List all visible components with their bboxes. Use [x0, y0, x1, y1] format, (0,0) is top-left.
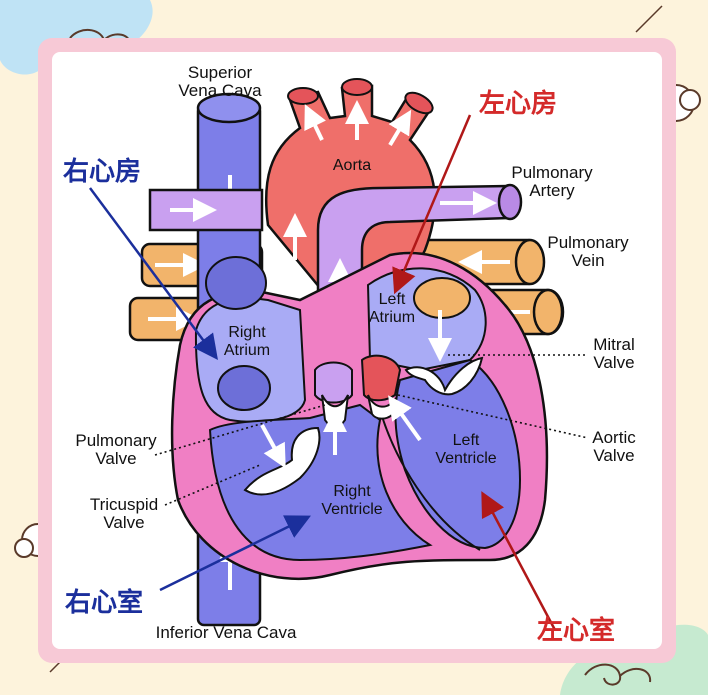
decorative-line	[635, 5, 663, 33]
left-ventricle-label: Ventricle	[435, 450, 496, 467]
right-atrium-label: Atrium	[224, 342, 270, 359]
leader-lines	[154, 354, 589, 506]
left-atrium-label: Left	[379, 291, 406, 308]
aortic-valve-label: Aortic	[592, 428, 636, 447]
right-ventricle-cn-arrow	[159, 515, 311, 592]
tricuspid-valve-label: Valve	[103, 513, 144, 532]
tricuspid-valve-label: Tricuspid	[90, 495, 158, 514]
pulmonary-vein-label: Vein	[571, 251, 604, 270]
tricuspid-valve-leader	[164, 464, 261, 506]
right-ventricle-label: Right	[333, 483, 371, 500]
heart-body	[170, 251, 549, 580]
right-ventricle-label: Ventricle	[321, 501, 382, 518]
superior-vena-cava-label: Vena Cava	[178, 81, 262, 100]
left-atrium-cn-label: 左心房	[479, 89, 557, 119]
aortic-valve-label: Valve	[593, 446, 634, 465]
left-ventricle-cn-arrow	[481, 491, 557, 631]
mitral-valve-shape	[404, 356, 484, 396]
pulmonary-valve-shape	[314, 361, 353, 404]
left-ventricle-label: Left	[453, 432, 480, 449]
pulmonary-artery	[148, 183, 523, 377]
pulmonary-artery-label: Artery	[529, 181, 575, 200]
left-atrium-cn-arrow	[392, 114, 472, 295]
aorta-label: Aorta	[333, 157, 371, 174]
superior-vena-cava-label: Superior	[188, 63, 253, 82]
right-ventricle-cn-label: 右心室	[65, 587, 143, 618]
right-atrium-cn-label: 右心房	[63, 157, 141, 187]
right-atrium-cn-arrow	[88, 187, 218, 361]
mitral-valve-label: Mitral	[593, 335, 635, 354]
right-atrium-label: Right	[228, 324, 266, 341]
inferior-vena-cava-label: Inferior Vena Cava	[156, 623, 297, 642]
pulmonary-valve-label: Pulmonary	[75, 431, 157, 450]
left-ventricle-cn-label: 左心室	[537, 615, 615, 646]
pulmonary-valve-label: Valve	[95, 449, 136, 468]
mitral-valve-label: Valve	[593, 353, 634, 372]
aortic-valve-shape	[360, 354, 402, 402]
pulmonary-artery-label: Pulmonary	[511, 163, 593, 182]
pulmonary-vein-label: Pulmonary	[547, 233, 629, 252]
left-atrium-label: Atrium	[369, 309, 415, 326]
